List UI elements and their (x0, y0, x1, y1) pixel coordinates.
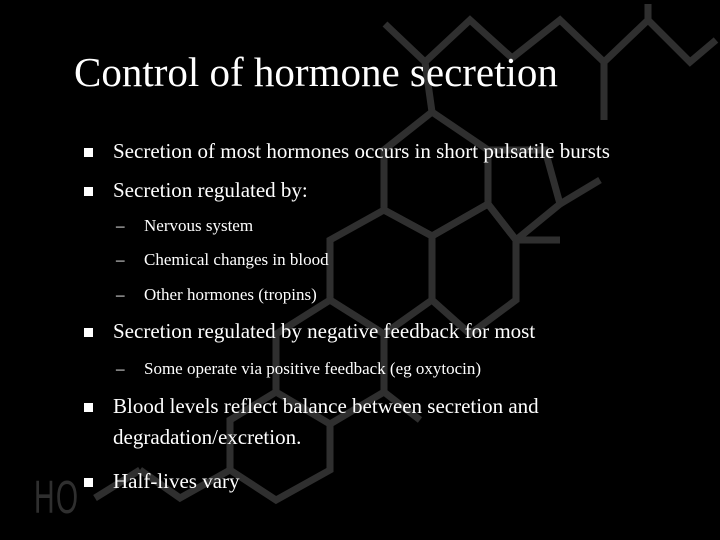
sub-bullet-item: – Chemical changes in blood (116, 248, 329, 272)
bullet-item: Blood levels reflect balance between sec… (84, 391, 613, 453)
sub-bullet-item: – Some operate via positive feedback (eg… (116, 357, 481, 381)
bullet-item: Secretion regulated by: (84, 175, 673, 206)
bullet-text: Blood levels reflect balance between sec… (113, 394, 539, 449)
bullet-item: Half-lives vary (84, 466, 673, 497)
sub-bullet-item: – Nervous system (116, 214, 253, 238)
sub-bullet-text: Chemical changes in blood (144, 250, 329, 269)
dash-marker: – (116, 285, 125, 304)
bullet-text: Secretion regulated by negative feedback… (113, 319, 536, 343)
sub-bullet-item: – Other hormones (tropins) (116, 283, 317, 307)
dash-marker: – (116, 216, 125, 235)
bullet-item: Secretion regulated by negative feedback… (84, 316, 673, 347)
sub-bullet-text: Some operate via positive feedback (eg o… (144, 359, 482, 378)
bullet-text: Secretion of most hormones occurs in sho… (113, 139, 610, 163)
square-bullet-icon (84, 328, 93, 337)
square-bullet-icon (84, 187, 93, 196)
dash-marker: – (116, 359, 125, 378)
slide-title: Control of hormone secretion (74, 49, 558, 95)
bullet-text: Half-lives vary (113, 469, 240, 493)
bullet-text: Secretion regulated by: (113, 178, 308, 202)
hydroxyl-watermark: HO (34, 471, 80, 523)
bullet-item: Secretion of most hormones occurs in sho… (84, 136, 673, 167)
sub-bullet-text: Nervous system (144, 216, 254, 235)
square-bullet-icon (84, 403, 93, 412)
sub-bullet-text: Other hormones (tropins) (144, 285, 317, 304)
dash-marker: – (116, 250, 125, 269)
square-bullet-icon (84, 148, 93, 157)
square-bullet-icon (84, 478, 93, 487)
